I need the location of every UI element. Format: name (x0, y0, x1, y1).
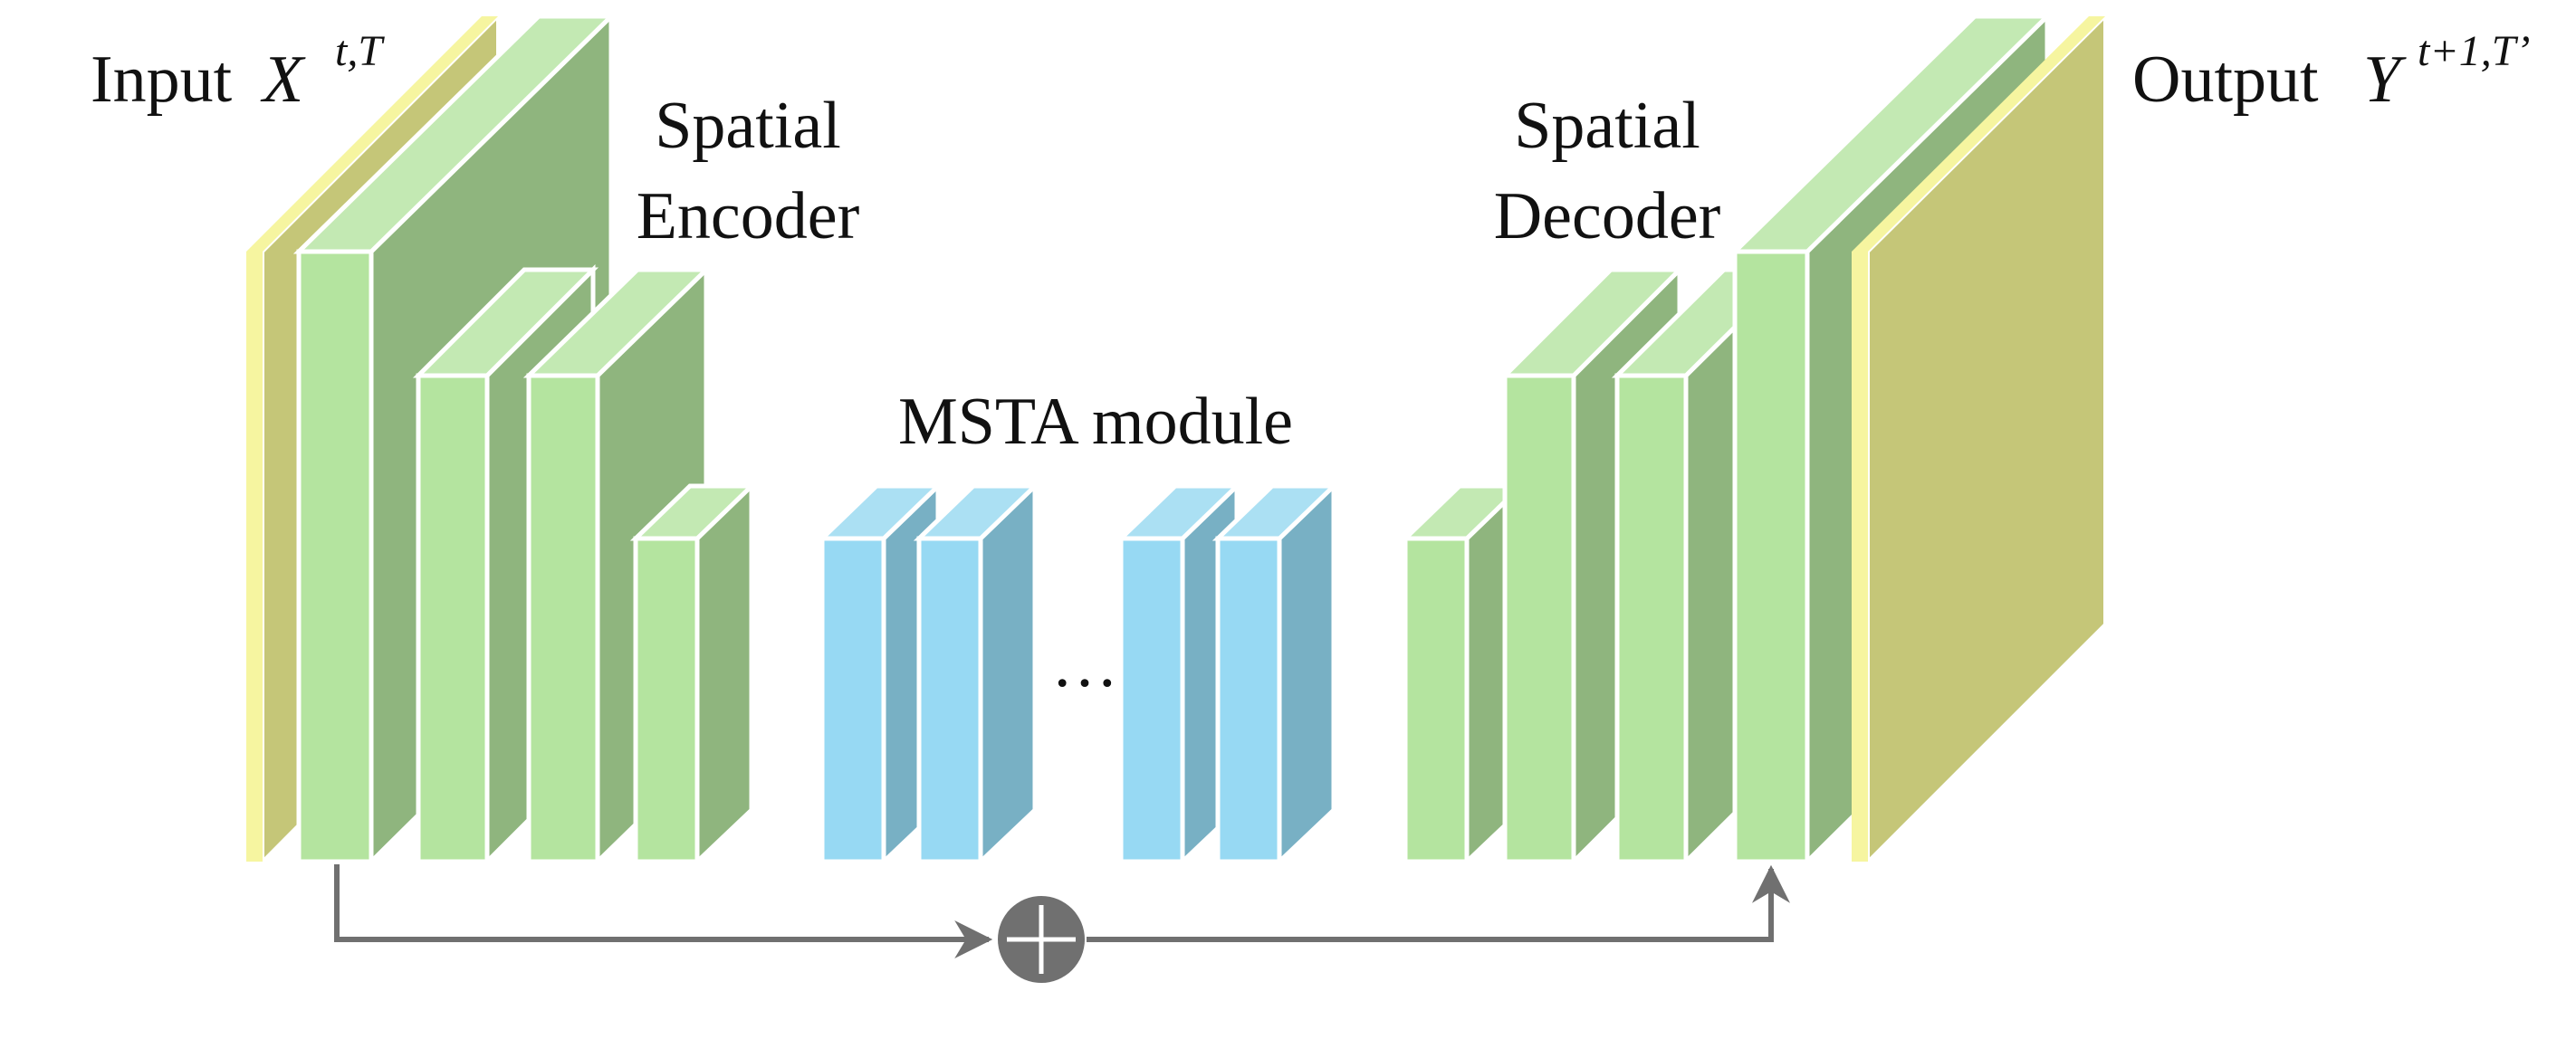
input-label-superscript: t,T (335, 27, 385, 75)
decoder-label-line2: Decoder (1494, 179, 1721, 253)
encoder-block-4 (629, 481, 758, 867)
output-label-word: Output (2132, 43, 2319, 117)
input-tensor-front (246, 252, 263, 862)
msta-ellipsis: … (1051, 627, 1118, 701)
encoder-label-line2: Encoder (637, 179, 860, 253)
msta-block-2 (913, 481, 1041, 867)
decoder-label: Spatial Decoder (1494, 89, 1721, 253)
output-label: Output Y t+1,T’ (2132, 27, 2530, 117)
output-label-superscript: t+1,T’ (2418, 27, 2530, 75)
input-label-symbol: X (260, 43, 306, 117)
skip-connection-left-arrow (334, 864, 993, 958)
msta-block-4 (1211, 481, 1340, 867)
input-tensor-top (246, 16, 498, 252)
output-tensor-top (1852, 16, 2105, 252)
input-label-word: Input (91, 43, 233, 117)
encoder-label: Spatial Encoder (637, 89, 860, 253)
msta-block-1 (816, 481, 944, 867)
output-tensor-front (1852, 252, 1868, 862)
decoder-label-line1: Spatial (1514, 89, 1700, 163)
encoder-label-line1: Spatial (655, 89, 841, 163)
input-label: Input X t,T (91, 27, 385, 117)
msta-label: MSTA module (898, 385, 1293, 459)
skip-connection (334, 864, 1790, 983)
sum-node-icon (998, 896, 1085, 983)
output-label-symbol: Y (2363, 43, 2407, 117)
skip-connection-right-arrow (1087, 864, 1790, 942)
output-tensor (1852, 12, 2107, 866)
